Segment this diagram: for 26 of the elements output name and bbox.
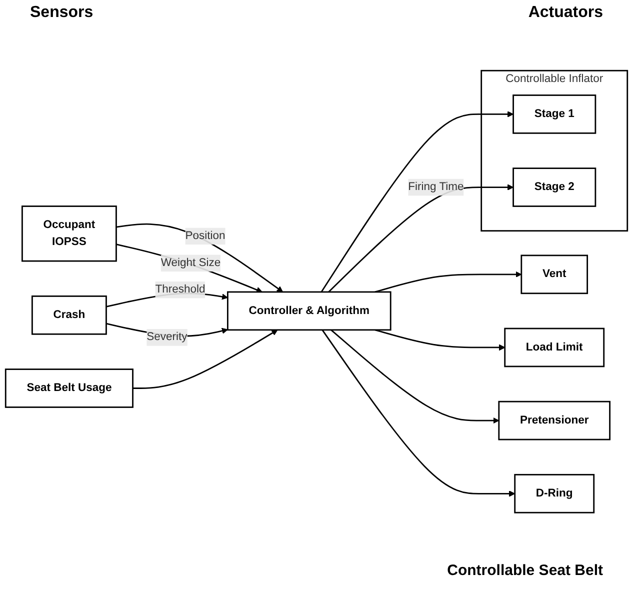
group-heading: Controllable Seat Belt (447, 562, 603, 579)
node-box: Stage 1 (512, 94, 596, 134)
edge-label: Position (185, 230, 226, 242)
arrow (116, 244, 262, 294)
column-heading: Actuators (528, 4, 603, 22)
node-box: Occupant IOPSS (22, 206, 117, 262)
node-box: Crash (31, 296, 107, 336)
arrow (328, 184, 514, 293)
edge-label: Threshold (155, 284, 206, 296)
node-box: Vent (520, 255, 588, 294)
node-box: Controller & Algorithm (226, 292, 392, 331)
arrow (320, 111, 514, 293)
arrow (132, 330, 278, 390)
column-heading: Sensors (30, 4, 94, 22)
edge-label: Severity (146, 331, 188, 344)
arrow (374, 272, 522, 294)
arrow (322, 330, 516, 498)
node-box: Seat Belt Usage (4, 368, 134, 408)
node-box: Pretensioner (498, 401, 610, 441)
node-box: Load Limit (504, 328, 605, 368)
arrow (330, 330, 500, 424)
arrow (116, 224, 284, 293)
edge-label: Firing Time (408, 181, 464, 194)
node-box: Stage 2 (512, 168, 596, 208)
edge-label: Weight Size (160, 257, 221, 270)
node-box: D-Ring (514, 474, 595, 514)
